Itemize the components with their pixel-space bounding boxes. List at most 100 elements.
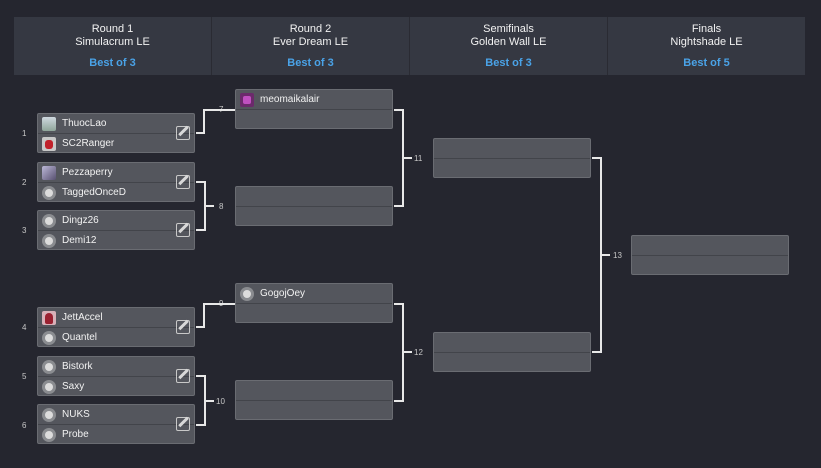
edit-icon[interactable] bbox=[176, 369, 190, 383]
connector-line bbox=[394, 400, 403, 402]
round-name: Round 2 bbox=[289, 23, 332, 35]
avatar-icon bbox=[42, 165, 56, 180]
player-name: GogojOey bbox=[260, 288, 306, 299]
connector-line bbox=[203, 109, 235, 111]
match-slot[interactable] bbox=[236, 110, 392, 129]
match-3[interactable]: Dingz26 Demi12 bbox=[37, 210, 195, 250]
player-name: Quantel bbox=[62, 332, 98, 343]
connector-line bbox=[394, 109, 403, 111]
match-number: 6 bbox=[22, 421, 27, 430]
player-name: Bistork bbox=[62, 361, 93, 372]
match-11[interactable] bbox=[433, 138, 591, 178]
connector-line bbox=[394, 303, 403, 305]
match-10[interactable] bbox=[235, 380, 393, 420]
match-slot[interactable]: ThuocLao bbox=[38, 114, 194, 134]
connector-line bbox=[203, 303, 235, 305]
match-slot[interactable] bbox=[434, 333, 590, 353]
connector-line bbox=[196, 181, 205, 183]
match-number: 4 bbox=[22, 323, 27, 332]
match-slot[interactable] bbox=[434, 139, 590, 159]
edit-icon[interactable] bbox=[176, 417, 190, 431]
connector-line bbox=[600, 254, 610, 256]
edit-icon[interactable] bbox=[176, 320, 190, 334]
terran-icon bbox=[42, 379, 56, 394]
round-best-of: Best of 3 bbox=[485, 57, 532, 69]
round-name: Finals bbox=[691, 23, 722, 35]
match-slot[interactable]: Bistork bbox=[38, 357, 194, 377]
match-slot[interactable] bbox=[434, 353, 590, 372]
match-number: 5 bbox=[22, 372, 27, 381]
match-slot[interactable]: NUKS bbox=[38, 405, 194, 425]
match-slot[interactable] bbox=[236, 187, 392, 207]
match-number: 8 bbox=[219, 202, 224, 211]
match-slot[interactable] bbox=[236, 381, 392, 401]
match-slot[interactable] bbox=[236, 207, 392, 226]
match-slot[interactable]: Quantel bbox=[38, 328, 194, 347]
edit-icon[interactable] bbox=[176, 126, 190, 140]
round-1-header: Round 1 Simulacrum LE Best of 3 bbox=[14, 17, 212, 75]
zerg-icon bbox=[240, 92, 254, 107]
round-map: Simulacrum LE bbox=[75, 36, 150, 48]
terran-icon bbox=[42, 185, 56, 200]
match-slot[interactable]: Saxy bbox=[38, 377, 194, 396]
connector-line bbox=[592, 351, 601, 353]
connector-line bbox=[196, 132, 203, 134]
match-12[interactable] bbox=[433, 332, 591, 372]
terran-icon bbox=[240, 286, 254, 301]
round-2-header: Round 2 Ever Dream LE Best of 3 bbox=[212, 17, 410, 75]
round-best-of: Best of 3 bbox=[89, 57, 136, 69]
match-slot[interactable]: GogojOey bbox=[236, 284, 392, 304]
connector-line bbox=[196, 326, 203, 328]
match-number: 11 bbox=[414, 154, 423, 163]
edit-icon[interactable] bbox=[176, 223, 190, 237]
avatar-icon bbox=[42, 310, 56, 325]
finals-header: Finals Nightshade LE Best of 5 bbox=[608, 17, 805, 75]
match-9[interactable]: GogojOey bbox=[235, 283, 393, 323]
round-best-of: Best of 5 bbox=[683, 57, 730, 69]
match-8[interactable] bbox=[235, 186, 393, 226]
player-name: NUKS bbox=[62, 409, 90, 420]
match-slot[interactable]: meomaikalair bbox=[236, 90, 392, 110]
connector-line bbox=[204, 205, 214, 207]
round-map: Ever Dream LE bbox=[272, 36, 349, 48]
match-slot[interactable] bbox=[434, 159, 590, 178]
connector-line bbox=[402, 351, 412, 353]
match-slot[interactable]: TaggedOnceD bbox=[38, 183, 194, 202]
match-13[interactable] bbox=[631, 235, 789, 275]
match-slot[interactable]: Demi12 bbox=[38, 231, 194, 250]
round-name: Semifinals bbox=[483, 23, 534, 35]
match-number: 12 bbox=[414, 348, 423, 357]
match-slot[interactable]: Probe bbox=[38, 425, 194, 444]
match-slot[interactable] bbox=[632, 236, 788, 256]
connector-line bbox=[196, 424, 205, 426]
connector-line bbox=[592, 157, 601, 159]
terran-icon bbox=[42, 359, 56, 374]
match-2[interactable]: Pezzaperry TaggedOnceD bbox=[37, 162, 195, 202]
match-slot[interactable] bbox=[236, 401, 392, 420]
match-slot[interactable]: Pezzaperry bbox=[38, 163, 194, 183]
semifinals-header: Semifinals Golden Wall LE Best of 3 bbox=[410, 17, 608, 75]
match-slot[interactable] bbox=[632, 256, 788, 275]
match-7[interactable]: meomaikalair bbox=[235, 89, 393, 129]
terran-icon bbox=[42, 213, 56, 228]
connector-line bbox=[402, 157, 412, 159]
player-name: JettAccel bbox=[62, 312, 103, 323]
avatar-icon bbox=[42, 116, 56, 131]
player-name: Saxy bbox=[62, 381, 85, 392]
match-slot[interactable]: Dingz26 bbox=[38, 211, 194, 231]
edit-icon[interactable] bbox=[176, 175, 190, 189]
match-number: 10 bbox=[216, 397, 225, 406]
match-6[interactable]: NUKS Probe bbox=[37, 404, 195, 444]
connector-line bbox=[203, 303, 205, 328]
match-slot[interactable] bbox=[236, 304, 392, 323]
match-5[interactable]: Bistork Saxy bbox=[37, 356, 195, 396]
terran-icon bbox=[42, 330, 56, 345]
match-4[interactable]: JettAccel Quantel bbox=[37, 307, 195, 347]
match-slot[interactable]: JettAccel bbox=[38, 308, 194, 328]
connector-line bbox=[203, 109, 205, 134]
match-1[interactable]: ThuocLao SC2Ranger bbox=[37, 113, 195, 153]
round-best-of: Best of 3 bbox=[287, 57, 334, 69]
match-slot[interactable]: SC2Ranger bbox=[38, 134, 194, 153]
player-name: Pezzaperry bbox=[62, 167, 113, 178]
match-number: 2 bbox=[22, 178, 27, 187]
